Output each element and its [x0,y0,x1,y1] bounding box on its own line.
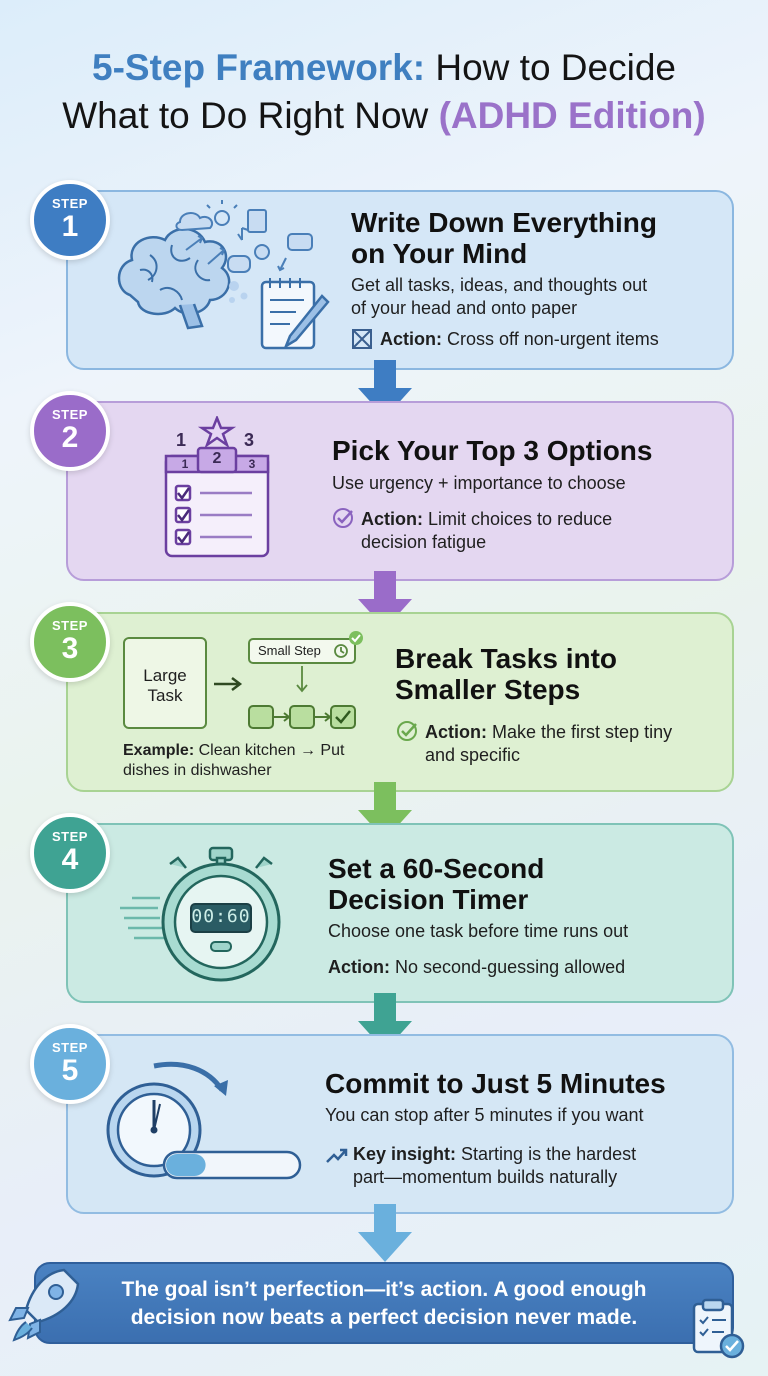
step-4-heading-line1: Set a 60-Second [328,853,545,884]
step-2-action-line1: Limit choices to reduce [428,509,613,529]
step-3-example: Example: Clean kitchen → Put dishes in di… [123,741,344,781]
step-4-action: Action: No second-guessing allowed [328,956,625,979]
step-5-action: Key insight: Starting is the hardest part… [353,1143,636,1189]
step-1-action-text: Cross off non-urgent items [447,329,659,349]
arrow-right-icon [214,677,243,691]
step-3-action-line2: and specific [425,745,521,765]
check-circle-icon [333,508,353,528]
calendar-label-3: 3 [244,430,255,450]
step-5-action-label: Key insight: [353,1144,457,1164]
title-part3: What to Do Right Now [62,95,429,136]
clipboard-check-icon [692,1298,745,1359]
arrow-down-icon-4 [358,993,412,1051]
step-5-number: 5 [61,1054,79,1087]
step-5-label: STEP [52,1040,88,1055]
calendar-tab-2: 2 [212,450,222,467]
step-3-heading-line2: Smaller Steps [395,674,581,705]
clock-icon [106,1061,302,1180]
arrow-down-icon-3 [358,782,412,840]
clock-small-icon [334,644,348,658]
step-4-action-label: Action: [328,957,390,977]
step-3-label: STEP [52,618,88,633]
step-4-heading-line2: Decision Timer [328,884,529,915]
title-part2: How to Decide [435,47,676,88]
step-4-action-text: No second-guessing allowed [395,957,626,977]
step-5-description: You can stop after 5 minutes if you want [325,1105,644,1125]
step-5-action-line1: Starting is the hardest [461,1144,637,1164]
small-step-label: Small Step [258,643,321,658]
step-3-action-label: Action: [425,722,487,742]
step-1-number: 1 [61,210,79,243]
step-1-desc-line1: Get all tasks, ideas, and thoughts out [351,275,648,295]
step-3-heading-line1: Break Tasks into [395,643,618,674]
arrow-down-icon-2 [358,571,412,629]
brain-notepad-icon [117,200,330,350]
step-3-example-line2: dishes in dishwasher [123,762,272,779]
large-task-line1: Large [143,666,187,685]
calendar-tab-1: 1 [181,457,189,471]
step-3-example-line1: Clean kitchen → Put [198,742,345,759]
page-title: 5-Step Framework: How to Decide What to … [0,44,768,140]
step-1-desc-line2: of your head and onto paper [351,298,578,318]
step-2-action-line2: decision fatigue [361,532,487,552]
timer-display: 00:60 [191,906,251,927]
step-1-action-label: Action: [380,329,442,349]
step-2-action-label: Action: [361,509,423,529]
step-1-action: Action: Cross off non-urgent items [380,328,659,351]
title-part4: (ADHD Edition) [438,95,706,136]
check-badge-icon [349,631,363,645]
check-circle-icon [397,721,417,741]
step-2-description: Use urgency + importance to choose [332,473,626,493]
arrow-down-icon-5 [358,1204,412,1262]
calendar-label-1: 1 [176,430,187,450]
step-3-action: Action: Make the first step tiny and spec… [425,721,672,767]
step-3-action-line1: Make the first step tiny [492,722,673,742]
step-2-action: Action: Limit choices to reduce decision … [361,508,612,554]
crossed-box-icon [352,329,372,349]
step-2-number: 2 [61,421,79,454]
substeps-icon [248,666,356,729]
trend-up-icon [326,1148,348,1163]
step-4-number: 4 [61,843,79,876]
step-1-heading-line1: Write Down Everything [351,207,657,238]
conclusion-banner: The goal isn’t perfection—it’s action. A… [34,1262,734,1344]
step-2-heading: Pick Your Top 3 Options [332,435,653,466]
step-3-example-label: Example: [123,742,195,759]
step-1-label: STEP [52,196,88,211]
small-step-box: Small Step [248,638,356,664]
banner-line2: decision now beats a perfect decision ne… [130,1306,638,1329]
step-5-heading: Commit to Just 5 Minutes [325,1068,666,1099]
title-part1: 5-Step Framework: [92,47,426,88]
rocket-icon [8,1268,80,1342]
step-1-description: Get all tasks, ideas, and thoughts out of… [351,274,647,320]
large-task-line2: Task [147,686,183,705]
banner-line1: The goal isn’t perfection—it’s action. A… [121,1278,647,1301]
checklist-calendar-icon [164,416,270,558]
calendar-tab-3: 3 [248,457,256,471]
step-3-number: 3 [61,632,79,665]
step-4-label: STEP [52,829,88,844]
step-1-heading-line2: on Your Mind [351,238,528,269]
stopwatch-icon [120,846,281,982]
step-5-action-line2: part—momentum builds naturally [353,1167,618,1187]
step-4-description: Choose one task before time runs out [328,921,629,941]
arrow-down-icon-1 [358,360,412,418]
step-2-label: STEP [52,407,88,422]
